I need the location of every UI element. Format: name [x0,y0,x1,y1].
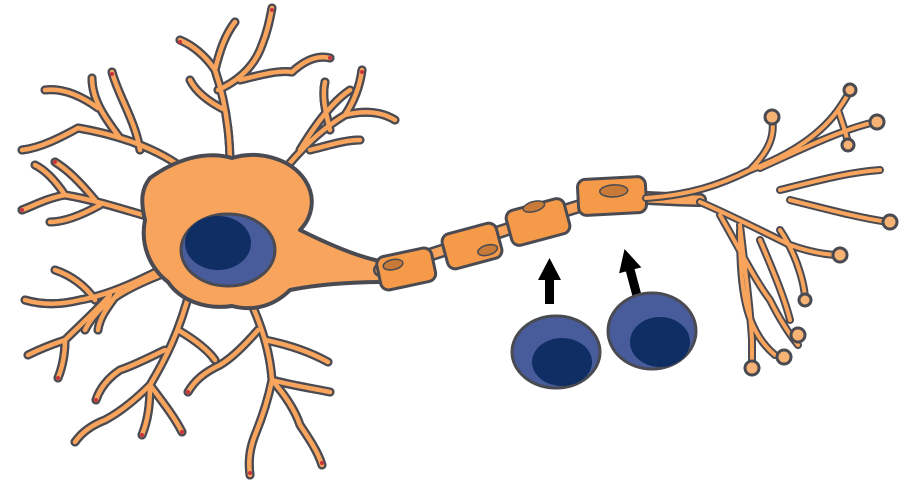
free-cell [608,293,696,369]
terminal-bulb [833,248,847,262]
terminal-bulb [844,84,856,96]
myelin-segment [577,176,647,216]
cell-nucleus [181,214,275,286]
myelin-segment [440,221,503,270]
myelin-segment [504,194,572,247]
myelin-segment [375,247,437,292]
arrows [538,246,648,304]
terminal-bulb [777,350,791,364]
arrow-up-icon [538,258,561,304]
terminal-bulb [870,115,884,129]
arrow-up-icon [613,246,648,298]
terminal-bulb [791,328,805,342]
terminal-bulb [745,361,759,375]
myelin-sheath [375,176,647,291]
terminal-bulb [799,294,811,306]
terminal-bulb [842,139,854,151]
terminal-bulb [765,110,779,124]
terminal-bulb [883,215,897,229]
free-cell [512,316,600,388]
